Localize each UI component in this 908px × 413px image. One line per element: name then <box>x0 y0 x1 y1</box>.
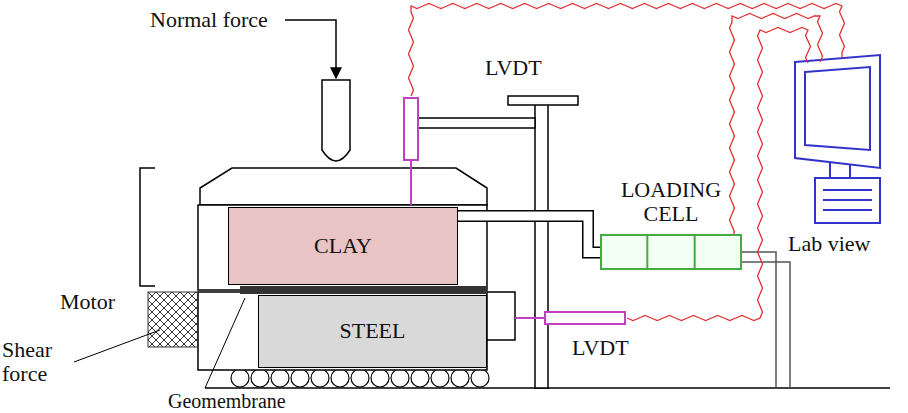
leader-line <box>205 298 245 388</box>
rod-core <box>458 216 600 252</box>
lvdt-arm <box>418 118 535 128</box>
motor-bracket <box>140 168 155 286</box>
roller <box>431 369 449 387</box>
loading-cap <box>200 168 487 205</box>
material-label: Geomembrane <box>168 391 286 411</box>
lvdt-sensor <box>545 312 625 324</box>
geomembrane-sheet <box>240 286 487 294</box>
lower-box <box>198 292 487 370</box>
soil-box: CLAY <box>228 207 458 285</box>
cable <box>742 262 790 388</box>
node-text: STEEL <box>340 319 406 343</box>
load-cell-body <box>600 234 742 270</box>
signal-wire <box>627 28 811 321</box>
roller <box>311 369 329 387</box>
sensor-label: LVDT <box>572 336 629 360</box>
software-label: Lab view <box>788 232 870 256</box>
leader-line <box>74 330 160 362</box>
connecting-rod <box>458 216 600 252</box>
lower-box-end <box>487 292 515 340</box>
force-label: Normal force <box>150 8 268 32</box>
signal-wire <box>409 4 845 97</box>
steel-block: STEEL <box>258 295 487 368</box>
roller <box>411 369 429 387</box>
stand-crossbar <box>508 96 578 105</box>
computer-icon <box>795 55 880 223</box>
force-label: Shear force <box>2 338 72 386</box>
motor-block <box>148 292 198 347</box>
roller <box>391 369 409 387</box>
roller <box>351 369 369 387</box>
loading-cell: LOADING CELL <box>600 178 742 270</box>
lvdt-sensor <box>404 98 418 160</box>
roller <box>451 369 469 387</box>
motor-label: Motor <box>60 290 115 314</box>
roller <box>291 369 309 387</box>
roller <box>331 369 349 387</box>
piston <box>322 80 350 161</box>
roller <box>251 369 269 387</box>
lvdt-rod <box>410 160 412 205</box>
roller <box>271 369 289 387</box>
stand <box>535 104 548 388</box>
roller-row <box>231 369 489 387</box>
roller <box>231 369 249 387</box>
roller <box>371 369 389 387</box>
signal-wire <box>409 4 845 321</box>
roller <box>471 369 489 387</box>
lvdt-rod <box>515 317 545 319</box>
connecting-rod <box>458 216 600 252</box>
upper-box <box>198 205 487 290</box>
node-text: CLAY <box>314 234 372 258</box>
signal-wire <box>730 14 823 239</box>
sensor-label: LVDT <box>485 56 542 80</box>
force-arrow <box>285 20 336 78</box>
node-text: LOADING CELL <box>615 178 727 226</box>
